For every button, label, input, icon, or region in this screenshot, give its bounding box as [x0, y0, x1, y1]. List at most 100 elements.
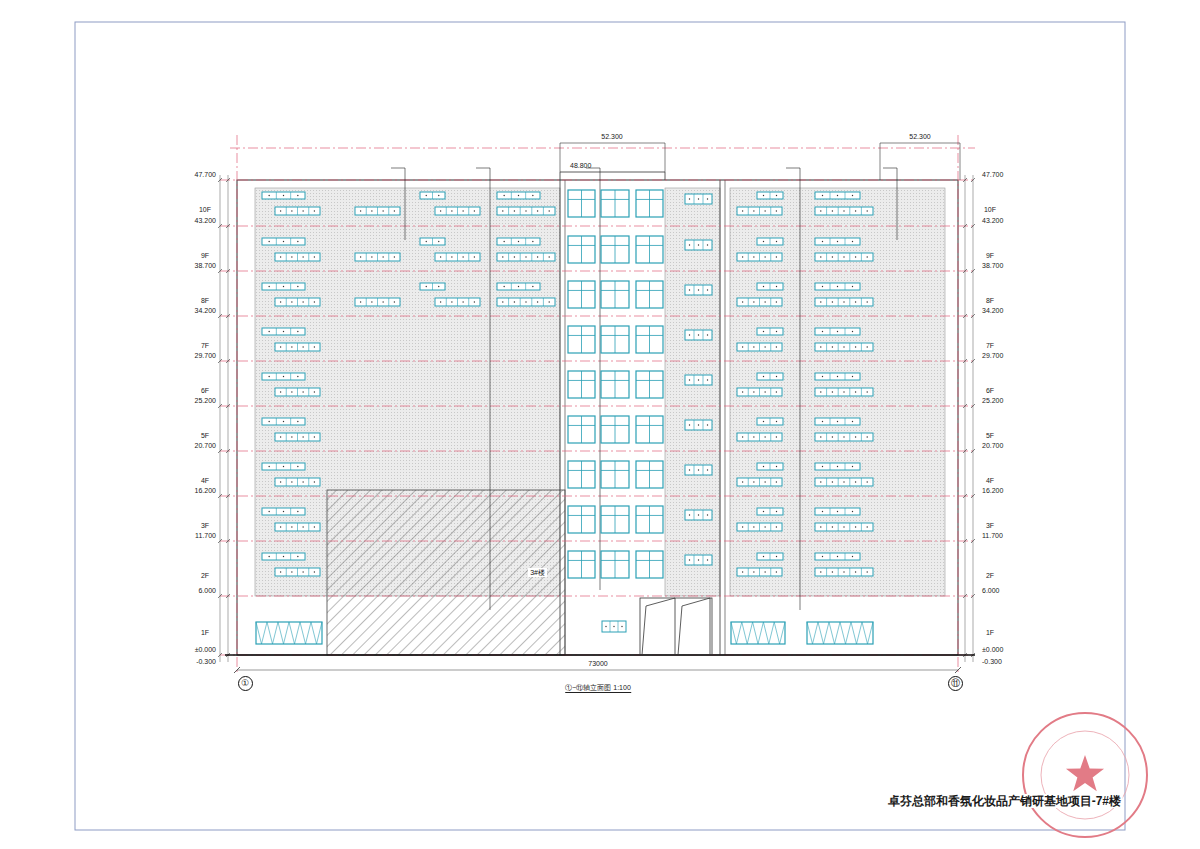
curtain-window	[568, 236, 595, 263]
window	[420, 192, 445, 199]
window-handle	[525, 256, 526, 257]
stamp-star	[1066, 755, 1104, 791]
window-handle	[776, 301, 777, 302]
height-bracket	[560, 143, 561, 172]
dimension-tick	[218, 653, 222, 657]
window-mullion	[649, 236, 650, 263]
window-handle	[753, 481, 754, 482]
window-mullion	[276, 418, 277, 425]
window	[815, 568, 873, 576]
louvre-blade	[763, 622, 768, 644]
louvre-blade	[742, 622, 747, 644]
window-mullion	[432, 283, 433, 290]
floor-name: 5F	[986, 431, 994, 438]
window	[815, 343, 873, 351]
window-handle	[440, 256, 441, 257]
window-handle	[314, 436, 315, 437]
window-mullion	[845, 508, 846, 515]
window	[685, 420, 712, 430]
window-mullion	[615, 506, 616, 533]
window-handle	[843, 571, 844, 572]
window-handle	[820, 210, 821, 211]
window-handle	[822, 286, 823, 287]
dimension-tick	[971, 404, 975, 408]
window-mullion	[838, 523, 839, 531]
window-mullion	[308, 343, 309, 351]
window-mullion	[290, 328, 291, 335]
level-line	[220, 180, 975, 181]
window	[685, 330, 712, 340]
window-mullion	[770, 343, 771, 351]
window-handle	[776, 241, 777, 242]
height-bracket	[960, 143, 961, 180]
level-line	[220, 496, 975, 497]
window-mullion	[849, 523, 850, 531]
window-handle	[820, 391, 821, 392]
window-handle	[268, 421, 269, 422]
window-mullion	[826, 478, 827, 486]
curtain-window	[601, 326, 629, 353]
window	[355, 298, 400, 306]
louvre-blade	[862, 622, 868, 644]
window	[262, 463, 305, 470]
elevation-mark: 25.200	[195, 397, 216, 404]
leader-line	[883, 168, 897, 169]
window-mullion	[615, 326, 616, 353]
louvre-blade	[736, 622, 741, 644]
window-handle	[843, 346, 844, 347]
window-handle	[776, 256, 777, 257]
louvre-blade	[780, 622, 785, 644]
window-mullion	[838, 478, 839, 486]
window-handle	[438, 241, 439, 242]
level-line	[220, 596, 975, 597]
window-mullion	[649, 371, 650, 398]
window-handle	[302, 481, 303, 482]
window-mullion	[845, 373, 846, 380]
window-handle	[867, 391, 868, 392]
window-handle	[360, 210, 361, 211]
level-line	[220, 451, 975, 452]
drawing-title: 卓芬总部和香氛化妆品产销研基地项目-7#楼	[886, 794, 1123, 808]
window-handle	[291, 210, 292, 211]
elevation-mark: 29.700	[195, 352, 216, 359]
dimension-tick	[971, 269, 975, 273]
louvre-blade	[840, 622, 846, 644]
window-handle	[820, 301, 821, 302]
window-handle	[689, 379, 690, 380]
window-mullion	[649, 461, 650, 488]
window-handle	[283, 286, 284, 287]
window-handle	[451, 210, 452, 211]
window	[815, 433, 873, 441]
window-handle	[371, 301, 372, 302]
window-handle	[689, 514, 690, 515]
dimension-tick	[218, 314, 222, 318]
window-handle	[763, 556, 764, 557]
curtain-window	[636, 416, 663, 443]
window-handle	[280, 301, 281, 302]
window-handle	[291, 346, 292, 347]
window	[815, 373, 860, 380]
window-mullion	[759, 343, 760, 351]
window	[685, 375, 712, 385]
window-mullion	[845, 463, 846, 470]
window-handle	[297, 286, 298, 287]
window-handle	[867, 301, 868, 302]
window-handle	[502, 301, 503, 302]
window-transom	[568, 470, 595, 471]
window-handle	[852, 286, 853, 287]
window-handle	[843, 301, 844, 302]
dimension-line	[237, 670, 958, 671]
window-mullion	[286, 253, 287, 261]
dimension-tick	[226, 314, 230, 318]
window	[275, 568, 320, 576]
window-mullion	[615, 461, 616, 488]
level-line	[220, 655, 975, 656]
window	[757, 192, 783, 199]
window-handle	[837, 376, 838, 377]
window-handle	[503, 241, 504, 242]
window-handle	[689, 559, 690, 560]
dimension-tick	[218, 404, 222, 408]
window-handle	[867, 210, 868, 211]
floor-name: 5F	[201, 431, 209, 438]
